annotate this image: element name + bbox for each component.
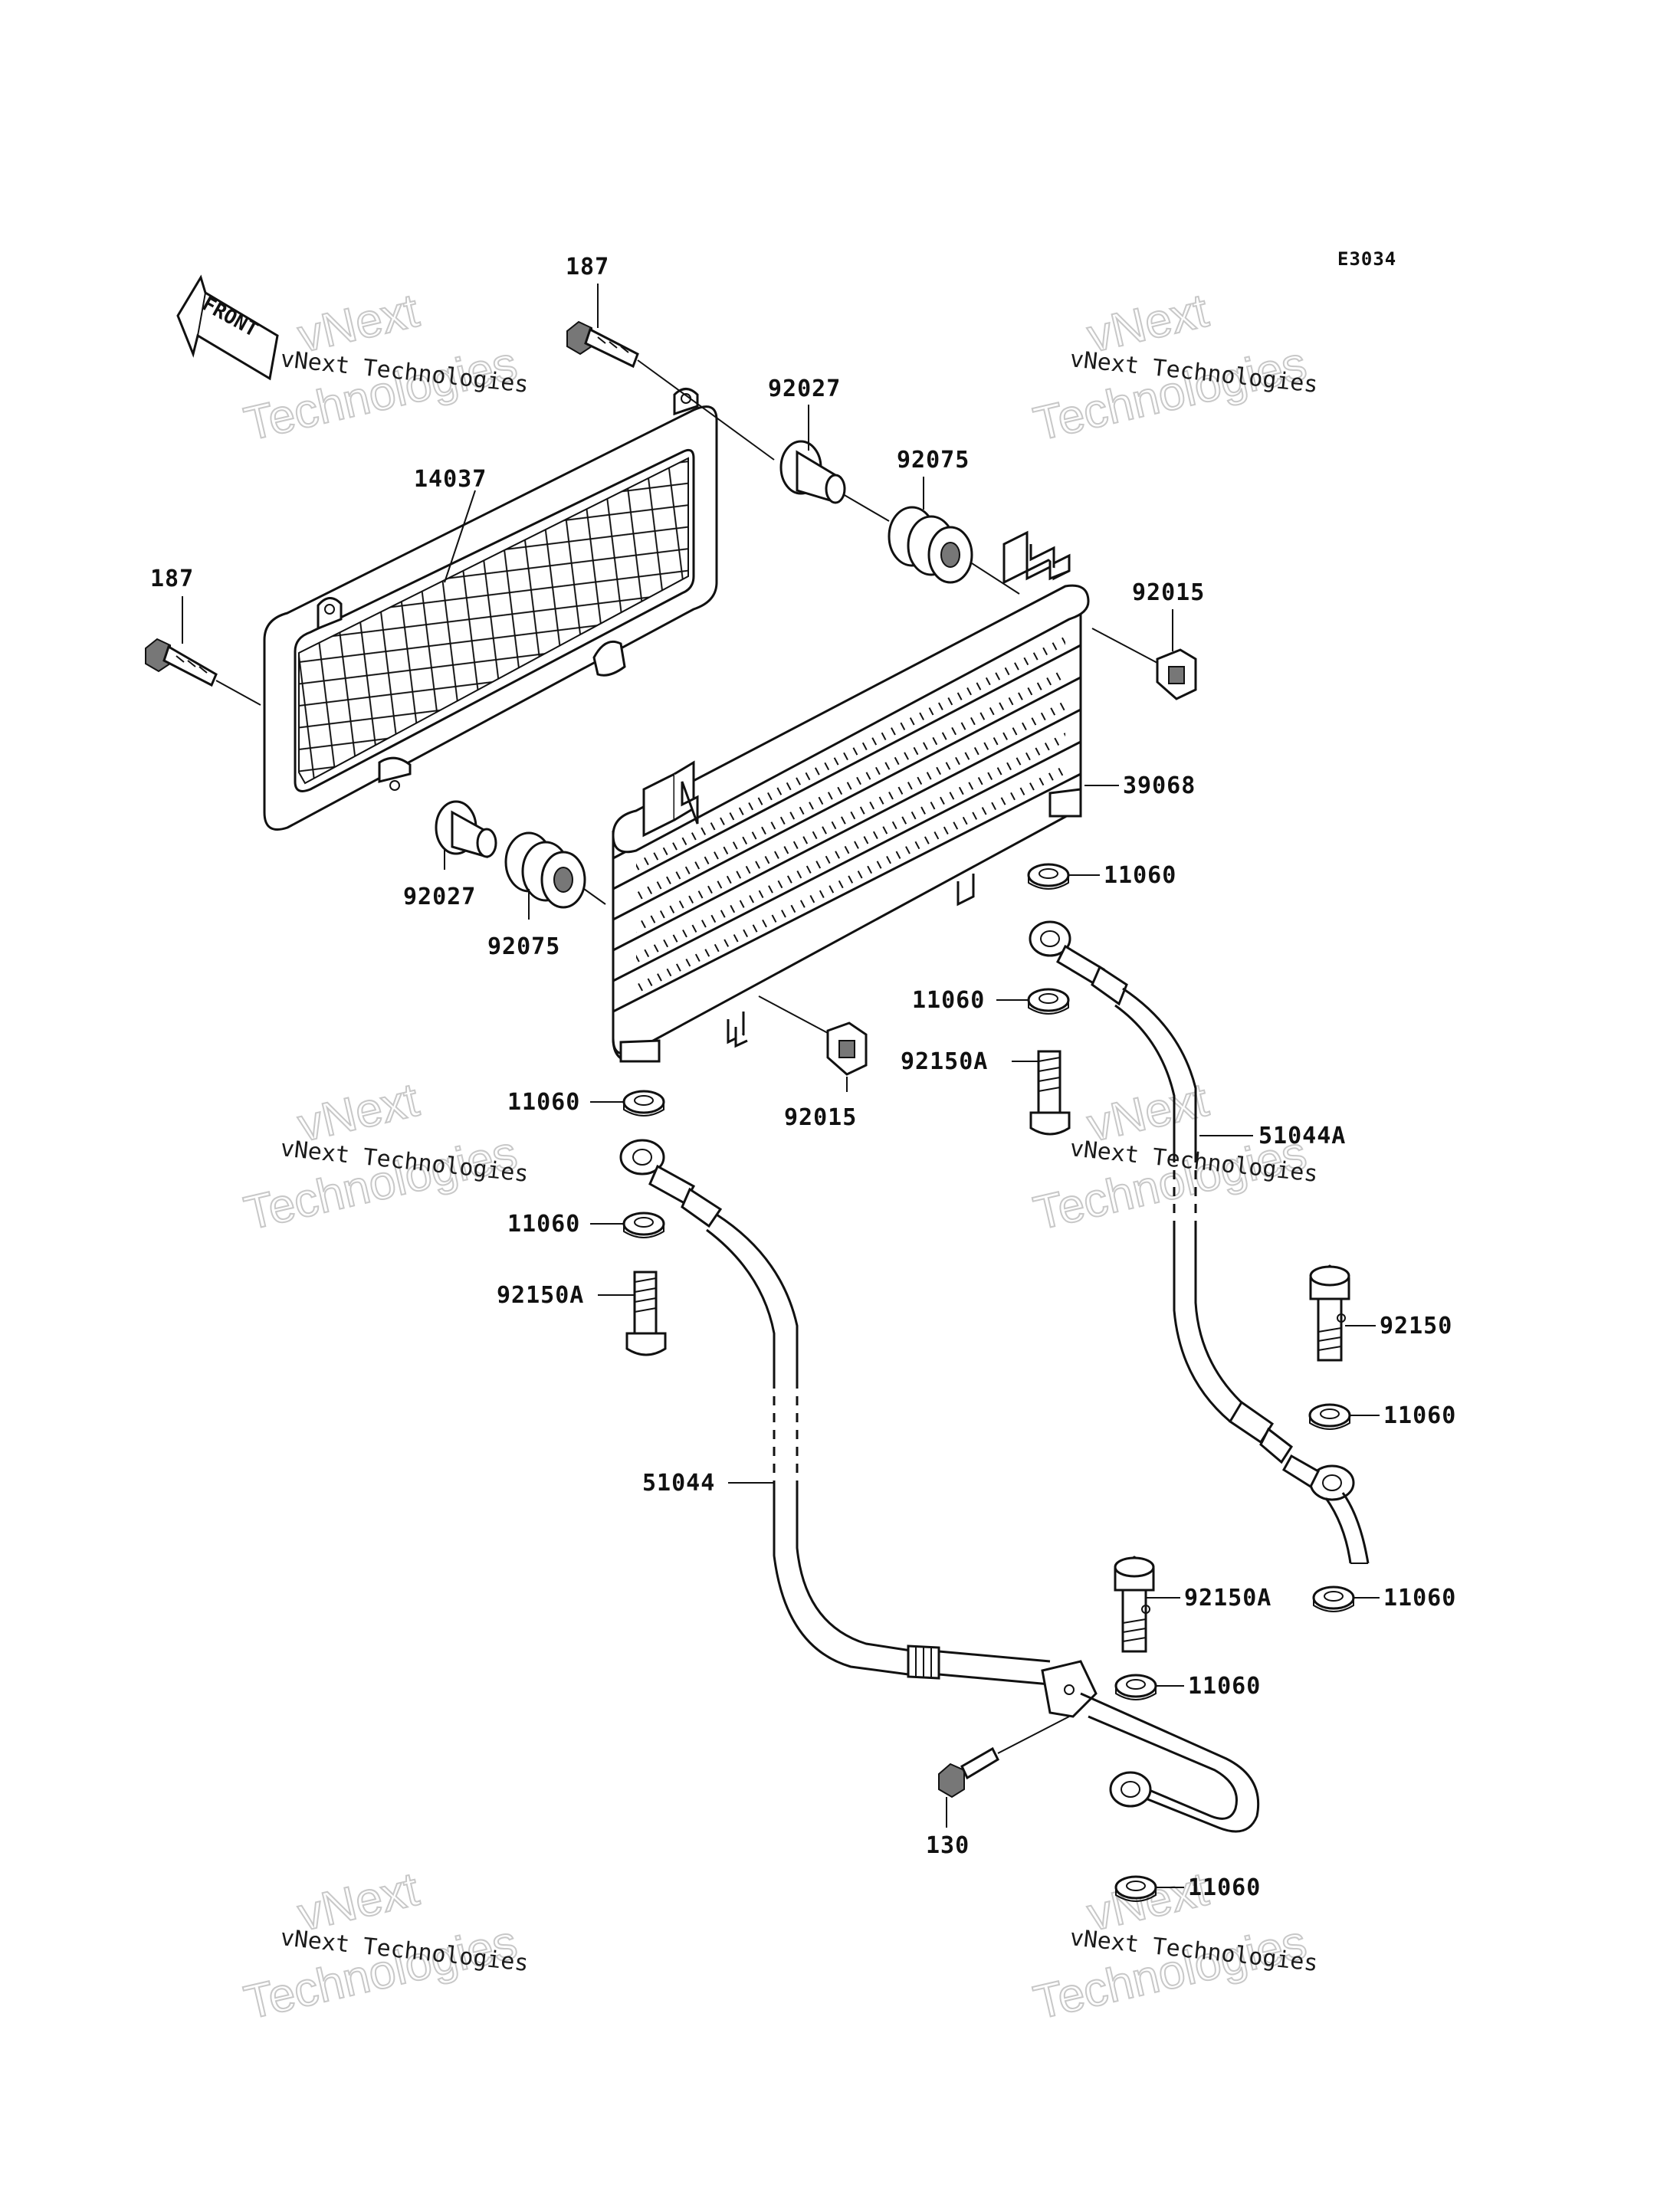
label-92150A-left: 92150A bbox=[497, 1282, 584, 1309]
label-14037: 14037 bbox=[414, 466, 487, 493]
label-187-top: 187 bbox=[566, 254, 609, 280]
union-bolt-92150A-left-icon bbox=[625, 1271, 667, 1356]
bolt-130-icon bbox=[938, 1716, 1070, 1799]
washer-11060-a-icon bbox=[1027, 863, 1070, 890]
front-label: FRONT bbox=[199, 293, 262, 342]
label-11060-a: 11060 bbox=[1104, 862, 1176, 889]
washer-11060-d-icon bbox=[622, 1212, 665, 1238]
union-bolt-92150-icon bbox=[1309, 1264, 1350, 1362]
label-51044A: 51044A bbox=[1258, 1123, 1346, 1149]
part-labels: 187 187 14037 92027 92075 92015 39068 92… bbox=[150, 254, 1456, 1901]
clip-92015-top-icon bbox=[1091, 628, 1197, 700]
mount-bracket-top bbox=[1002, 530, 1071, 585]
watermark-top-left: vNext Technologies vNext Technologies bbox=[239, 284, 530, 452]
label-11060-c: 11060 bbox=[507, 1089, 580, 1116]
label-11060-e: 11060 bbox=[1383, 1402, 1456, 1429]
washer-11060-f-icon bbox=[1312, 1585, 1355, 1612]
label-92150A-lower: 92150A bbox=[1184, 1585, 1271, 1612]
grommet-92075-bottom-icon bbox=[504, 831, 606, 909]
bolt-187-top-icon bbox=[566, 320, 775, 461]
washer-11060-g-icon bbox=[1114, 1674, 1157, 1700]
cooler-screen-guard bbox=[263, 388, 718, 831]
washer-11060-b-icon bbox=[1027, 988, 1070, 1015]
diagram-code: E3034 bbox=[1337, 248, 1396, 270]
label-92027-bottom: 92027 bbox=[403, 884, 476, 910]
label-92027-top: 92027 bbox=[768, 375, 841, 402]
watermark-top-right: vNext Technologies vNext Technologies bbox=[1029, 284, 1320, 452]
oil-hose-51044A bbox=[1029, 920, 1370, 1564]
label-92015-top: 92015 bbox=[1132, 579, 1205, 606]
bolt-187-left-icon bbox=[145, 638, 261, 706]
label-11060-b: 11060 bbox=[912, 987, 985, 1014]
collar-92027-bottom-icon bbox=[435, 800, 497, 858]
washer-11060-e-icon bbox=[1308, 1403, 1351, 1430]
union-bolt-92150A-right-icon bbox=[1029, 1050, 1071, 1136]
label-92150A-right: 92150A bbox=[901, 1048, 988, 1075]
grommet-92075-top-icon bbox=[888, 506, 1020, 595]
label-130: 130 bbox=[926, 1832, 970, 1859]
label-92150: 92150 bbox=[1380, 1313, 1452, 1340]
label-11060-f: 11060 bbox=[1383, 1585, 1456, 1612]
label-11060-d: 11060 bbox=[507, 1211, 580, 1238]
mount-bracket-left bbox=[642, 760, 699, 838]
label-187-left: 187 bbox=[150, 566, 194, 592]
label-92015-bottom: 92015 bbox=[784, 1104, 857, 1131]
watermark-mid-left: vNext Technologies vNext Technologies bbox=[239, 1073, 530, 1241]
label-11060-h: 11060 bbox=[1188, 1874, 1261, 1901]
oil-hose-51044 bbox=[619, 1139, 1260, 1833]
watermark-bottom-left: vNext Technologies vNext Technologies bbox=[239, 1862, 530, 2031]
front-arrow-icon: FRONT bbox=[176, 274, 279, 381]
label-39068: 39068 bbox=[1123, 772, 1196, 799]
washer-11060-c-icon bbox=[622, 1090, 665, 1117]
clip-92015-bottom-icon bbox=[758, 995, 868, 1076]
label-92075-top: 92075 bbox=[897, 447, 970, 474]
cooler-tubes bbox=[612, 612, 1081, 1013]
washer-11060-h-icon bbox=[1114, 1875, 1157, 1902]
leader-lines bbox=[182, 284, 1380, 1888]
union-bolt-92150A-lower-icon bbox=[1114, 1556, 1155, 1653]
label-51044: 51044 bbox=[642, 1470, 715, 1497]
watermark-group: vNext Technologies vNext Technologies vN… bbox=[239, 284, 1320, 2031]
oil-cooler-core bbox=[612, 530, 1090, 1063]
label-11060-g: 11060 bbox=[1188, 1673, 1261, 1700]
label-92075-bottom: 92075 bbox=[487, 933, 560, 960]
collar-92027-top-icon bbox=[779, 440, 890, 522]
mount-bracket-bottom bbox=[727, 874, 975, 1048]
